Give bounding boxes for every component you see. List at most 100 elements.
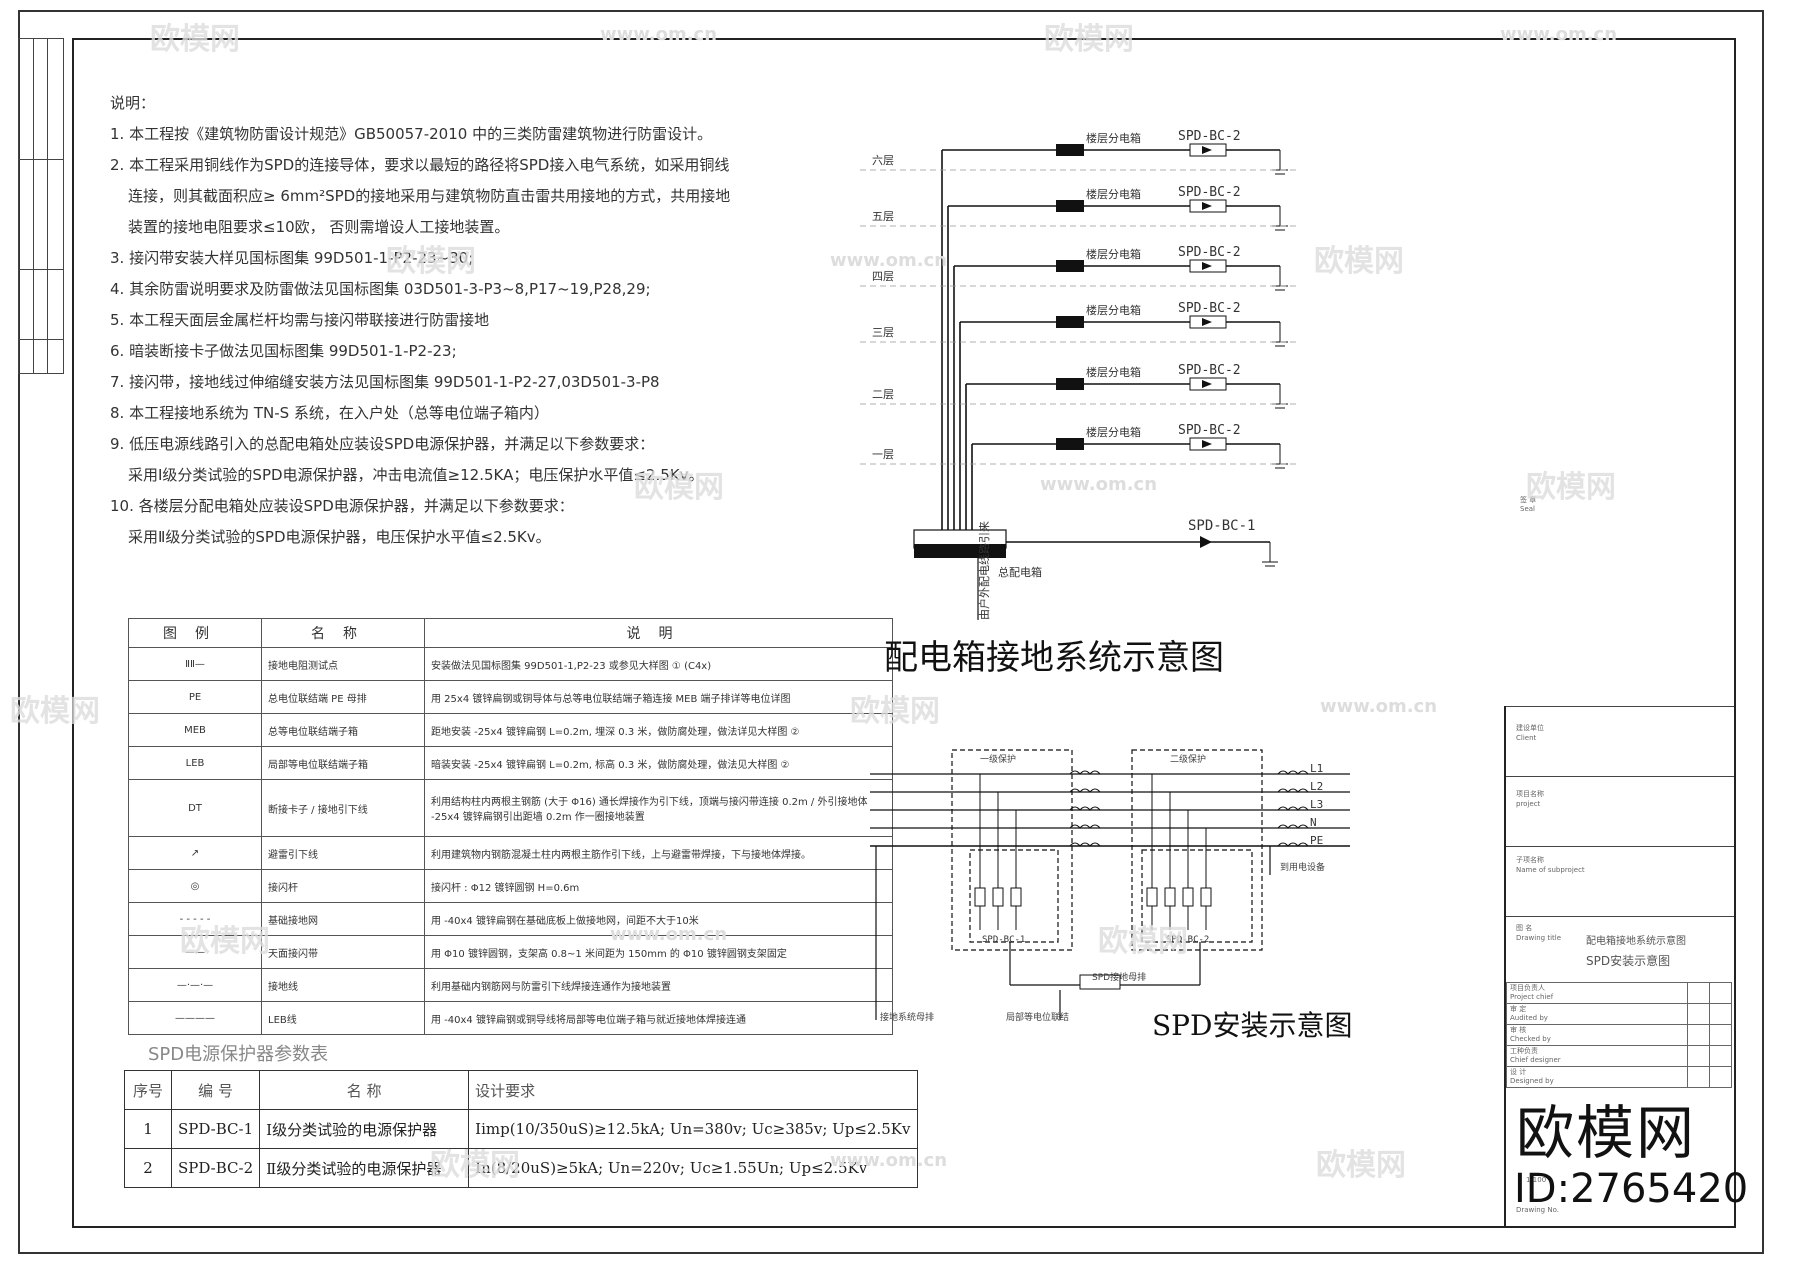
spd-arrow <box>1202 262 1212 270</box>
notes-heading: 说明： <box>110 94 156 112</box>
legend-name: 局部等电位联结端子箱 <box>261 746 425 780</box>
legend-row: ⅡⅡ— 接地电阻测试点 安装做法见国标图集 99D501-1,P2-23 或参见… <box>128 647 893 681</box>
spd-name: Ⅱ级分类试验的电源保护器 <box>259 1148 470 1188</box>
spd1-label: SPD-BC-1 <box>982 935 1025 945</box>
watermark-brand: 欧模网 <box>1044 22 1134 57</box>
legend-row: MEB 总等电位联结端子箱 距地安装 -25x4 镀锌扁钢 L=0.2m, 埋深… <box>128 713 893 747</box>
spd-req: Iimp(10/350uS)≥12.5kA; Un=380v; Uc≥385v;… <box>468 1109 918 1149</box>
watermark-brand: 欧模网 <box>386 244 476 279</box>
watermark-brand: 欧模网 <box>634 470 724 505</box>
floor-label: 六层 <box>872 154 894 167</box>
line-label-l1: L1 <box>1310 762 1323 775</box>
legend-name: 接地电阻测试点 <box>261 647 425 681</box>
spd-label: SPD-BC-2 <box>1178 245 1241 260</box>
floor-box-label: 楼层分电箱 <box>1086 365 1141 379</box>
watermark-url: www.om.cn <box>600 24 718 45</box>
main-box-label: 总配电箱 <box>998 565 1042 579</box>
line-label-pe: PE <box>1310 834 1323 847</box>
watermark-brand: 欧模网 <box>150 22 240 57</box>
legend-desc: 用 -40x4 镀锌扁钢或铜导线将局部等电位端子箱与就近接地体焊接连通 <box>424 1001 893 1035</box>
legend-row: —— 天面接闪带 用 Φ10 镀锌圆钢，支架高 0.8~1 米间距为 150mm… <box>128 935 893 969</box>
note-line: 采用Ⅱ级分类试验的SPD电源保护器，电压保护水平值≤2.5Kv。 <box>128 528 551 546</box>
spd-header-req: 设计要求 <box>468 1070 918 1110</box>
legend-symbol: ◎ <box>128 869 262 903</box>
note-line: 装置的接地电阻要求≤10欧， 否则需增设人工接地装置。 <box>128 218 510 236</box>
watermark-brand: 欧模网 <box>1316 1148 1406 1183</box>
spd-header-code: 编 号 <box>170 1070 261 1110</box>
client-label-en: Client <box>1516 734 1537 742</box>
watermark-brand: 欧模网 <box>1098 924 1188 959</box>
grounding-diagram-title: 配电箱接地系统示意图 <box>884 638 1224 678</box>
watermark-brand: 欧模网 <box>180 924 270 959</box>
drawing-title-label: 图 名 <box>1516 924 1533 932</box>
legend-name: 接地线 <box>261 968 425 1002</box>
legend-symbol: MEB <box>128 713 262 747</box>
legend-header-row: 图例 名称 说明 <box>128 618 893 648</box>
legend-name: 基础接地网 <box>261 902 425 936</box>
legend-row: ◎ 接闪杆 接闪杆 : Φ12 镀锌圆钢 H=0.6m <box>128 869 893 903</box>
spd-arrow <box>1202 146 1212 154</box>
legend-row: —·—·— 接地线 利用基础内钢筋网与防雷引下线焊接连通作为接地装置 <box>128 968 893 1002</box>
floor-label: 一层 <box>872 448 894 461</box>
watermark-brand: 欧模网 <box>1526 470 1616 505</box>
legend-row: PE 总电位联结端 PE 母排 用 25x4 镀锌扁钢或铜导体与总等电位联结端子… <box>128 680 893 714</box>
legend-symbol: - - - - - <box>128 902 262 936</box>
legend-symbol: ⅡⅡ— <box>128 647 262 681</box>
inductor-coil <box>1069 824 1101 829</box>
subproject-label: 子项名称 <box>1516 856 1544 864</box>
floor-box <box>1056 200 1084 212</box>
legend-desc: 利用结构柱内两根主钢筋 (大于 Φ16) 通长焊接作为引下线，顶端与接闪带连接 … <box>424 779 893 837</box>
ground-bus-label: 接地系统母排 <box>880 1011 934 1023</box>
floor-label: 四层 <box>872 270 894 283</box>
legend-row: ↗ 避雷引下线 利用建筑物内钢筋混凝土柱内两根主筋作引下线，上与避雷带焊接，下与… <box>128 836 893 870</box>
local-bonding-label: 局部等电位联结 <box>1006 1011 1069 1023</box>
spd-module <box>1182 887 1194 907</box>
floor-label: 二层 <box>872 388 894 401</box>
spd-ground-bus-label: SPD接地母排 <box>1092 971 1146 983</box>
spd-label: SPD-BC-2 <box>1178 185 1241 200</box>
legend-name: 总等电位联结端子箱 <box>261 713 425 747</box>
title-block: 建设单位 Client 项目名称 project 子项名称 Name of su… <box>1504 706 1734 1226</box>
line-label-n: N <box>1310 816 1317 829</box>
legend-desc: 距地安装 -25x4 镀锌扁钢 L=0.2m, 埋深 0.3 米，做防腐处理，做… <box>424 713 893 747</box>
floor-box <box>1056 378 1084 390</box>
legend-desc: 暗装安装 -25x4 镀锌扁钢 L=0.2m, 标高 0.3 米，做防腐处理，做… <box>424 746 893 780</box>
watermark-url: www.om.cn <box>610 924 728 945</box>
note-line: 6. 暗装断接卡子做法见国标图集 99D501-1-P2-23; <box>110 342 457 360</box>
inductor-coil <box>1069 788 1101 793</box>
inductor-coil <box>1277 806 1309 811</box>
spd-name: Ⅰ级分类试验的电源保护器 <box>259 1109 470 1149</box>
spd-install-diagram: L1 L2 L3 N PE SPD-BC-1 SPD-BC-2 一级保护 二级保… <box>870 749 1350 1023</box>
floor-box-label: 楼层分电箱 <box>1086 425 1141 439</box>
spd-ground-bus <box>1079 974 1121 990</box>
legend-name: 断接卡子 / 接地引下线 <box>261 779 425 837</box>
floor-box <box>1056 260 1084 272</box>
spd-label: SPD-BC-2 <box>1178 363 1241 378</box>
drawing-frame <box>72 38 1736 1228</box>
inductor-coil <box>1069 806 1101 811</box>
to-load-label: 到用电设备 <box>1280 861 1325 873</box>
legend-row: DT 断接卡子 / 接地引下线 利用结构柱内两根主钢筋 (大于 Φ16) 通长焊… <box>128 779 893 837</box>
watermark-brand: 欧模网 <box>1314 244 1404 279</box>
spd-row: 2 SPD-BC-2 Ⅱ级分类试验的电源保护器 In(8/20uS)≥5kA; … <box>124 1148 918 1188</box>
legend-symbol: ———— <box>128 1001 262 1035</box>
legend-symbol: ↗ <box>128 836 262 870</box>
spd-row: 1 SPD-BC-1 Ⅰ级分类试验的电源保护器 Iimp(10/350uS)≥1… <box>124 1109 918 1149</box>
legend-desc: 用 25x4 镀锌扁钢或铜导体与总等电位联结端子箱连接 MEB 端子排详等电位详… <box>424 680 893 714</box>
spd-module <box>1200 887 1212 907</box>
spd-arrow <box>1202 318 1212 326</box>
incoming-lead-label: 由户外配电线路引来 <box>977 521 991 620</box>
note-line: 1. 本工程按《建筑物防雷设计规范》GB50057-2010 中的三类防雷建筑物… <box>110 125 713 143</box>
spd-label: SPD-BC-2 <box>1178 301 1241 316</box>
spd-install-title: SPD安装示意图 <box>1152 1009 1353 1042</box>
inductor-coil <box>1277 824 1309 829</box>
spd-label: SPD-BC-2 <box>1178 129 1241 144</box>
legend-symbol: —— <box>128 935 262 969</box>
spd-module <box>1010 887 1022 907</box>
legend-desc: 用 Φ10 镀锌圆钢，支架高 0.8~1 米间距为 150mm 的 Φ10 镀锌… <box>424 935 893 969</box>
